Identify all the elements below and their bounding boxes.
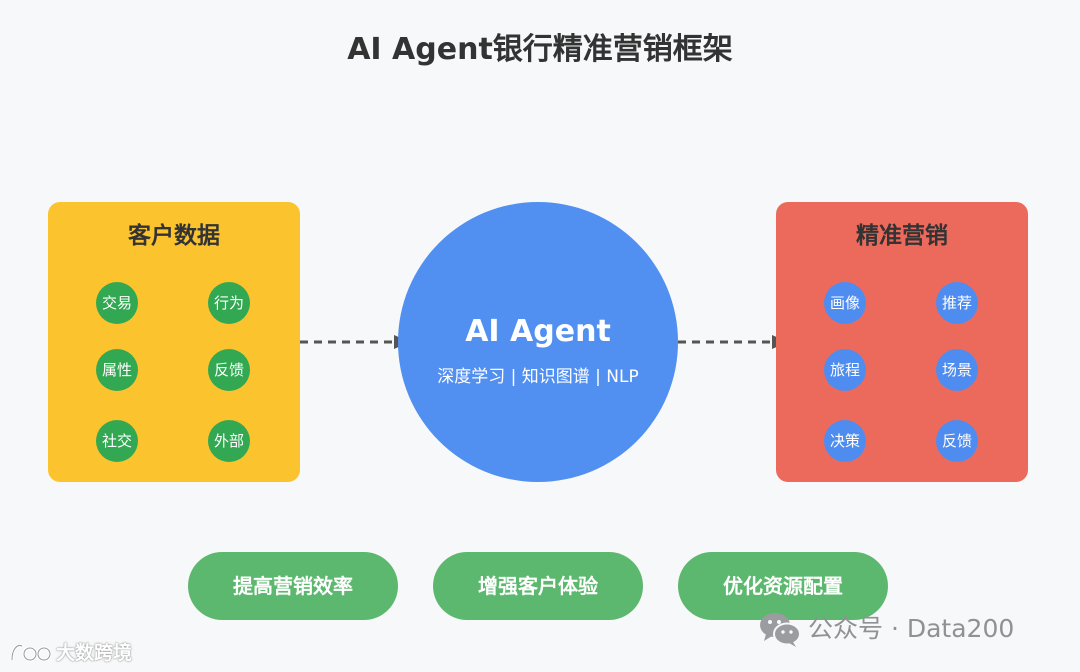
outcome-experience: 增强客户体验 bbox=[433, 552, 643, 620]
brand-watermark-label: 大数跨境 bbox=[56, 642, 133, 664]
marketing-chip-profile: 画像 bbox=[824, 282, 866, 324]
precision-marketing-title: 精准营销 bbox=[856, 223, 948, 249]
diagram-title: AI Agent银行精准营销框架 bbox=[347, 32, 733, 67]
outcome-resources: 优化资源配置 bbox=[678, 552, 888, 620]
data-chip-behavior: 行为 bbox=[208, 282, 250, 324]
data-chip-external: 外部 bbox=[208, 420, 250, 462]
customer-data-title: 客户数据 bbox=[128, 223, 220, 249]
ai-agent-capabilities: 深度学习 | 知识图谱 | NLP bbox=[437, 367, 639, 387]
marketing-chip-feedback: 反馈 bbox=[936, 420, 978, 462]
brand-logo-icon bbox=[10, 644, 52, 662]
brand-watermark: 大数跨境 bbox=[8, 636, 132, 670]
data-chip-transaction: 交易 bbox=[96, 282, 138, 324]
precision-marketing-panel: 精准营销 画像 推荐 旅程 场景 决策 反馈 bbox=[776, 202, 1028, 482]
marketing-chip-recommend: 推荐 bbox=[936, 282, 978, 324]
wechat-account-label: 公众号 · Data200 bbox=[808, 614, 1015, 643]
customer-data-panel: 客户数据 交易 行为 属性 反馈 社交 外部 bbox=[48, 202, 300, 482]
wechat-icon bbox=[760, 613, 801, 647]
data-chip-attribute: 属性 bbox=[96, 349, 138, 391]
marketing-chip-decision: 决策 bbox=[824, 420, 866, 462]
ai-agent-title: AI Agent bbox=[465, 314, 611, 349]
ai-agent-core: AI Agent 深度学习 | 知识图谱 | NLP bbox=[398, 202, 678, 482]
marketing-chip-journey: 旅程 bbox=[824, 349, 866, 391]
dashed-arrow-icon bbox=[300, 335, 410, 349]
data-chip-feedback: 反馈 bbox=[208, 349, 250, 391]
outcome-efficiency: 提高营销效率 bbox=[188, 552, 398, 620]
wechat-watermark: 公众号 · Data200 bbox=[758, 608, 1014, 650]
dashed-arrow-icon bbox=[678, 335, 788, 349]
data-chip-social: 社交 bbox=[96, 420, 138, 462]
marketing-chip-scenario: 场景 bbox=[936, 349, 978, 391]
